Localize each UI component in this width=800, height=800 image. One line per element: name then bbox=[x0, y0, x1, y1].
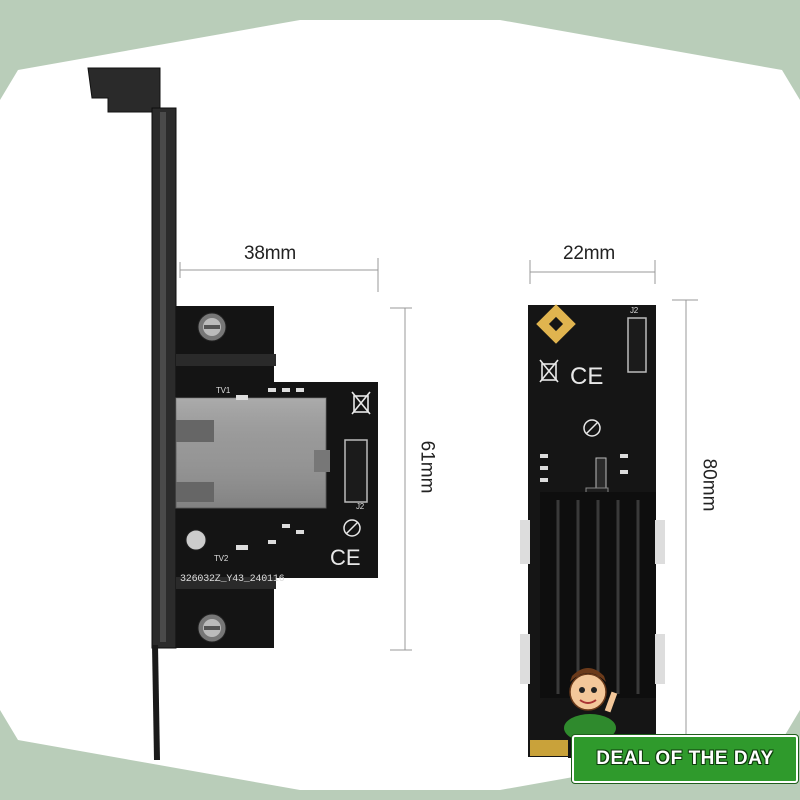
weee-bin-icon bbox=[351, 391, 371, 415]
svg-text:CE: CE bbox=[570, 363, 603, 390]
bracket-adapter: CE bbox=[87, 67, 378, 760]
weee-bin-icon bbox=[539, 359, 559, 383]
pb-free-icon bbox=[343, 519, 361, 537]
dimension-lines-left bbox=[179, 258, 412, 651]
width-label-right: 22mm bbox=[563, 243, 615, 264]
pb-free-icon bbox=[583, 419, 601, 437]
ce-mark-icon: CE bbox=[570, 363, 603, 390]
right-j2-label: J2 bbox=[630, 306, 639, 315]
left-tv1-label: TV1 bbox=[216, 386, 231, 395]
bracket-tab bbox=[87, 67, 161, 113]
svg-text:CE: CE bbox=[330, 545, 361, 570]
deal-banner-text: DEAL OF THE DAY bbox=[596, 748, 774, 769]
height-label-left: 61mm bbox=[416, 440, 438, 494]
width-label-left: 38mm bbox=[244, 243, 296, 264]
deal-banner: DEAL OF THE DAY bbox=[572, 735, 798, 783]
height-label-right: 80mm bbox=[698, 458, 720, 512]
left-serial-label: 326032Z_Y43_240116 bbox=[180, 574, 285, 585]
left-j2-label: J2 bbox=[356, 502, 365, 511]
left-tv2-label: TV2 bbox=[214, 554, 229, 563]
ce-mark-icon: CE bbox=[330, 545, 361, 570]
